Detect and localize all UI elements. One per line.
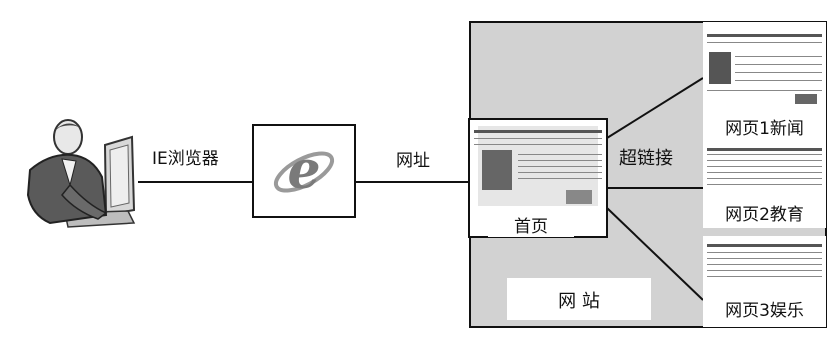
link-line-news [606, 77, 704, 139]
homepage-label: 首页 [488, 212, 574, 237]
svg-text:e: e [287, 140, 320, 201]
ie-logo-icon: e [273, 140, 335, 201]
page-entertainment-label: 网页3娱乐 [703, 296, 826, 321]
browser-label: IE浏览器 [152, 149, 219, 169]
link-line-ent [606, 207, 704, 301]
address-label: 网址 [396, 151, 430, 171]
page-education-label: 网页2教育 [703, 200, 826, 225]
page-news-thumbnail: 网页1新闻 [703, 22, 826, 142]
website-label-box: 网 站 [507, 278, 651, 320]
browser-box: e [252, 124, 356, 218]
page-education-thumbnail: 网页2教育 [703, 142, 826, 228]
page-news-label: 网页1新闻 [703, 114, 826, 139]
person-at-computer-icon [26, 119, 136, 228]
homepage-thumbnail: 首页 [468, 118, 608, 238]
page-entertainment-thumbnail: 网页3娱乐 [703, 236, 826, 327]
website-label: 网 站 [558, 291, 600, 312]
hyperlink-label: 超链接 [617, 144, 675, 170]
